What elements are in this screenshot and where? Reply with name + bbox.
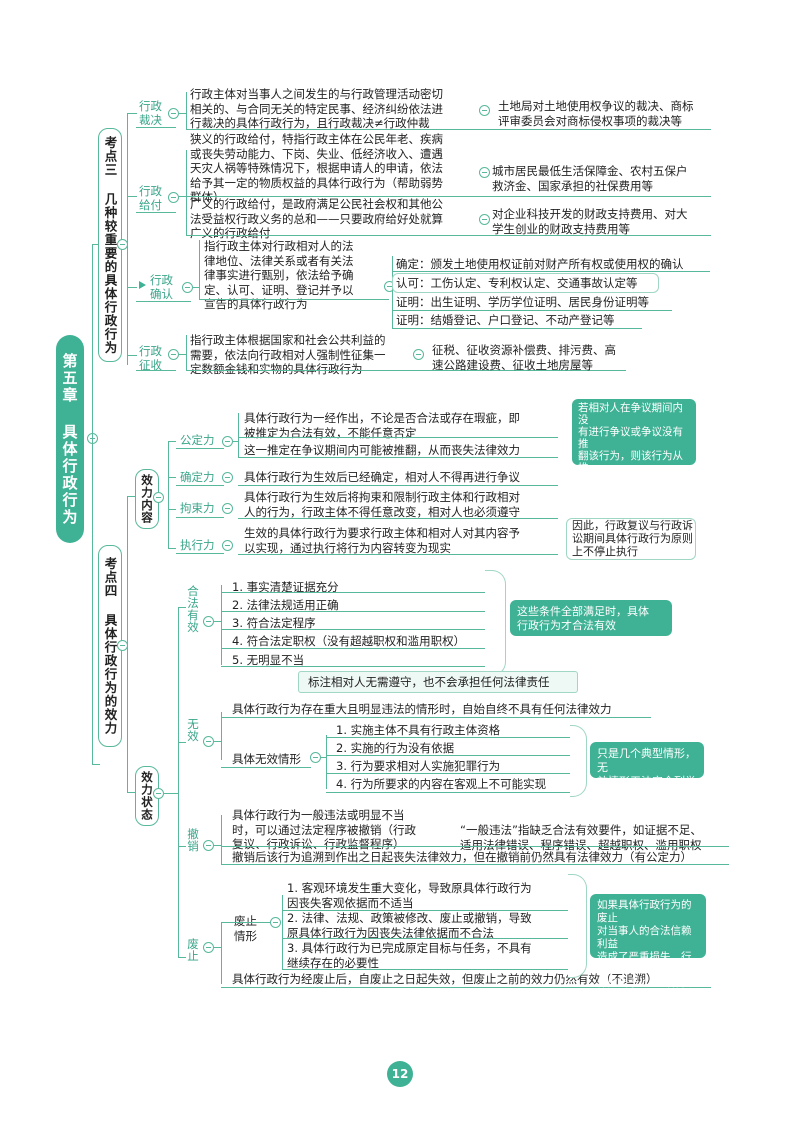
invalid-case-3: 3. 行为要求相对人实施犯罪行为 xyxy=(336,759,501,773)
legal-cond-5: 5. 无明显不当 xyxy=(232,653,305,667)
quedingli-desc: 具体行政行为生效后已经确定，相对人不得再进行争议 xyxy=(244,470,520,484)
abolish-bracket xyxy=(568,874,587,978)
legal-cond-2: 2. 法律法规适用正确 xyxy=(232,598,339,612)
legal-cond-1: 1. 事实清楚证据充分 xyxy=(232,580,339,594)
invalid-case-4: 4. 行为所要求的内容在客观上不可能实现 xyxy=(336,777,547,791)
item-collapse-icon[interactable] xyxy=(479,214,490,225)
legal-bracket xyxy=(485,570,506,676)
legal-cond-4: 4. 符合法定职权（没有超越职权和滥用职权） xyxy=(232,634,466,648)
invalid-note: 只是几个典型情形，无 效情形无法完全列举 xyxy=(590,742,704,788)
effect-status-collapse-icon[interactable] xyxy=(153,788,164,799)
zhixingli-desc: 生效的具体行政行为要求行政主体和相对人对其内容予 以实现，通过执行将行为内容转变… xyxy=(244,526,520,555)
flag-icon xyxy=(139,281,146,289)
geifu-desc-broad: 广义的行政给付，是政府满足公民社会权和其他公 法受益权行政义务的总和——只要政府… xyxy=(190,197,443,240)
gongdingli-note: 若相对人在争议期间内没 有进行争议或争议没有推 翻该行为，则该行为从推 定有效变… xyxy=(572,399,696,510)
queren-desc: 指行政主体对行政相对人的法 律地位、法律关系或者有关法 律事实进行甄别，依法给予… xyxy=(204,239,354,311)
revoke-explain: “一般违法”指缺乏合法有效要件，如证据不足、 适用法律错误、程序错误、超越职权、… xyxy=(460,823,702,852)
revoke-desc-2: 撤销后该行为追溯到作出之日起丧失法律效力，但在撤销前仍然具有法律效力（有公定力） xyxy=(232,850,692,864)
item-collapse-icon[interactable] xyxy=(479,105,490,116)
zhengshou-desc: 指行政主体根据国家和社会公共利益的 需要，依法向行政相对人强制性征集一 定数额金… xyxy=(190,333,386,376)
item-label-queren: 行政确认 xyxy=(150,273,173,301)
item-collapse-icon[interactable] xyxy=(203,840,214,851)
zhengshou-example: 征税、征收资源补偿费、排污费、高 速公路建设费、征收土地房屋等 xyxy=(432,343,616,372)
item-collapse-icon[interactable] xyxy=(182,282,193,293)
item-collapse-icon[interactable] xyxy=(222,472,233,483)
item-collapse-icon[interactable] xyxy=(479,167,490,178)
item-label-zhengshou: 行政征收 xyxy=(139,344,162,372)
legal-label: 合法有效 xyxy=(187,584,199,634)
queren-sub-3: 证明：出生证明、学历学位证明、居民身份证明等 xyxy=(396,295,649,309)
abolish-note: 如果具体行政行为的废止 对当事人的合法信赖利益 造成了严重损失，行政主 体应当予… xyxy=(590,894,706,989)
invalid-bracket xyxy=(570,725,587,797)
invalid-case-1: 1. 实施主体不具有行政主体资格 xyxy=(336,723,501,737)
item-collapse-icon[interactable] xyxy=(168,108,179,119)
gongdingli-desc-1: 具体行政行为一经作出，不论是否合法或存在瑕疵，即 被推定为合法有效，不能任意否定 xyxy=(244,411,520,440)
geifu-example-broad: 对企业科技开发的财政支持费用、对大 学生创业的财政支持费用等 xyxy=(492,207,688,236)
legal-cond-3: 3. 符合法定程序 xyxy=(232,616,316,630)
effect-content-collapse-icon[interactable] xyxy=(153,492,164,503)
item-collapse-icon[interactable] xyxy=(168,349,179,360)
queren-sub-1: 确定：颁发土地使用权证前对财产所有权或使用权的确认 xyxy=(396,257,684,271)
abolish-sub-label: 废止情形 xyxy=(234,914,257,943)
zhixingli-note: 因此，行政复议与行政诉 讼期间具体行政行为原则 上不停止执行 xyxy=(572,519,693,558)
revoke-label: 撤销 xyxy=(187,827,199,853)
item-collapse-icon[interactable] xyxy=(222,436,233,447)
item-collapse-icon[interactable] xyxy=(413,349,424,360)
page-number: 12 xyxy=(387,1061,413,1087)
geifu-desc-narrow: 狭义的行政给付，特指行政主体在公民年老、疾病 或丧失劳动能力、下岗、失业、低经济… xyxy=(190,132,443,204)
gongdingli-desc-2: 这一推定在争议期间内可能被推翻，从而丧失法律效力 xyxy=(244,443,520,457)
caijue-desc: 行政主体对当事人之间发生的与行政管理活动密切 相关的、与合同无关的特定民事、经济… xyxy=(190,87,443,130)
item-collapse-icon[interactable] xyxy=(168,192,179,203)
invalid-sub-label: 具体无效情形 xyxy=(232,752,301,766)
chapter-title: 第五章 具体行政行为 xyxy=(56,335,84,543)
abolish-label: 废止 xyxy=(187,937,199,963)
queren-sub-4: 证明：结婚登记、户口登记、不动产登记等 xyxy=(396,313,615,327)
item-collapse-icon[interactable] xyxy=(203,736,214,747)
invalid-desc: 具体行政行为存在重大且明显违法的情形时，自始自终不具有任何法律效力 xyxy=(232,702,612,716)
queren-sub-2: 认可：工伤认定、专利权认定、交通事故认定等 xyxy=(396,276,638,290)
label-gongdingli: 公定力 xyxy=(180,433,215,447)
abolish-case-3: 3. 具体行政行为已完成原定目标与任务，不具有 继续存在的必要性 xyxy=(287,941,532,970)
item-label-geifu: 行政给付 xyxy=(139,184,162,212)
invalid-case-2: 2. 实施的行为没有依据 xyxy=(336,741,455,755)
abolish-desc: 具体行政行为经废止后，自废止之日起失效，但废止之前的效力仍然有效（不追溯） xyxy=(232,972,658,986)
item-collapse-icon[interactable] xyxy=(203,616,214,627)
abolish-case-1: 1. 客观环境发生重大变化，导致原具体行政行为 因丧失客观依据而不适当 xyxy=(287,881,532,910)
item-label-caijue: 行政裁决 xyxy=(139,99,162,127)
label-quedingli: 确定力 xyxy=(180,470,215,484)
abolish-case-2: 2. 法律、法规、政策被修改、废止或撤销，导致 原具体行政行为因丧失法律依据而不… xyxy=(287,911,532,940)
invalid-label: 无效 xyxy=(187,717,199,743)
label-jushuli: 拘束力 xyxy=(180,501,215,515)
invalid-banner: 标注相对人无需遵守，也不会承担任何法律责任 xyxy=(308,675,550,689)
revoke-desc-1: 具体行政行为一般违法或明显不当 时，可以通过法定程序被撤销（行政 复议、行政诉讼… xyxy=(232,808,416,851)
item-collapse-icon[interactable] xyxy=(222,540,233,551)
zhixingli-note-box xyxy=(566,518,696,560)
caijue-example: 土地局对土地使用权争议的裁决、商标 评审委员会对商标侵权事项的裁决等 xyxy=(498,99,694,128)
item-collapse-icon[interactable] xyxy=(270,917,281,928)
jushuli-desc: 具体行政行为生效后将拘束和限制行政主体和行政相对 人的行为，行政主体不得任意改变… xyxy=(244,490,520,519)
item-collapse-icon[interactable] xyxy=(222,503,233,514)
geifu-example-narrow: 城市居民最低生活保障金、农村五保户 救济金、国家承担的社保费用等 xyxy=(492,164,688,193)
label-zhixingli: 执行力 xyxy=(180,538,215,552)
legal-note: 这些条件全部满足时，具体 行政行为才合法有效 xyxy=(510,600,672,636)
item-collapse-icon[interactable] xyxy=(310,752,321,763)
item-collapse-icon[interactable] xyxy=(203,942,214,953)
